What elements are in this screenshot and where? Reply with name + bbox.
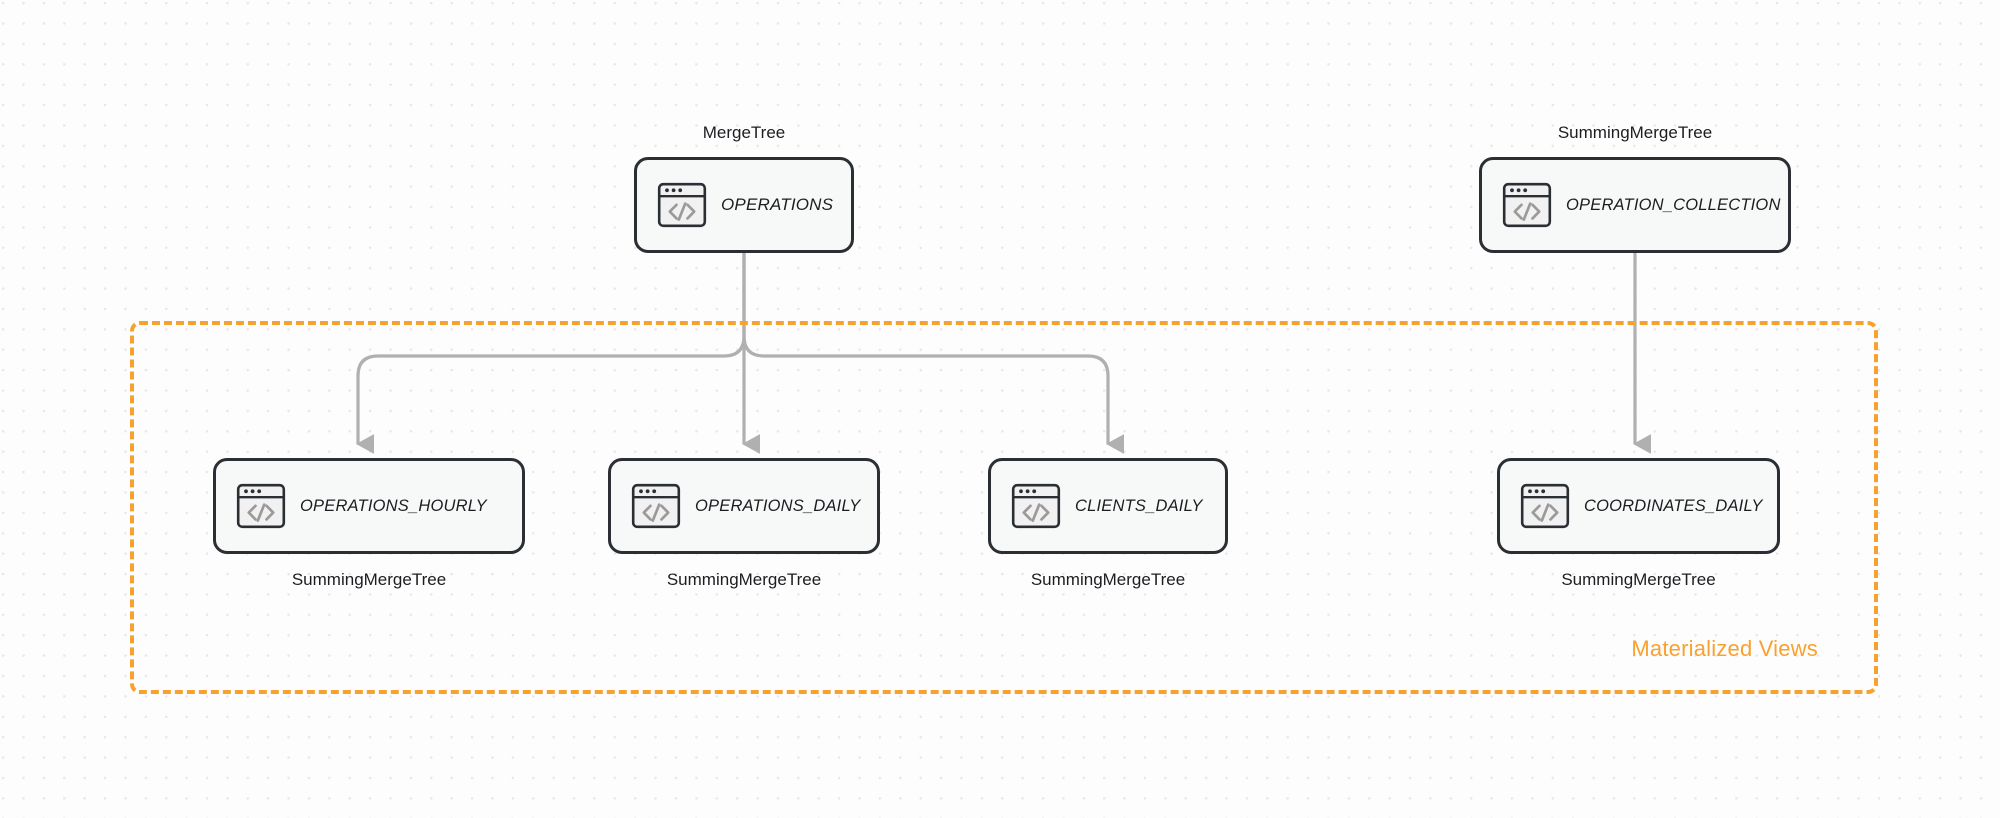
engine-caption-operations: MergeTree — [702, 123, 786, 142]
engine-caption-operations-daily: SummingMergeTree — [666, 570, 822, 589]
node-box-operation-collection[interactable]: OPERATION_COLLECTION — [1479, 157, 1791, 253]
engine-caption-operation-collection: SummingMergeTree — [1557, 123, 1713, 142]
node-label-clients-daily: CLIENTS_DAILY — [1075, 496, 1203, 515]
engine-caption-operations-hourly: SummingMergeTree — [291, 570, 447, 589]
code-window-icon — [631, 483, 681, 529]
code-window-icon — [1520, 483, 1570, 529]
materialized-views-group: Materialized Views — [130, 321, 1878, 694]
materialized-views-label: Materialized Views — [1631, 636, 1818, 661]
engine-caption-coordinates-daily: SummingMergeTree — [1561, 570, 1716, 589]
code-window-icon — [657, 182, 707, 228]
node-label-operations-daily: OPERATIONS_DAILY — [695, 496, 861, 515]
node-label-operations: OPERATIONS — [721, 195, 834, 214]
node-box-operations-daily[interactable]: OPERATIONS_DAILY — [608, 458, 880, 554]
engine-caption-clients-daily: SummingMergeTree — [1030, 570, 1186, 589]
code-window-icon — [1502, 182, 1552, 228]
code-window-icon — [236, 483, 286, 529]
node-label-coordinates-daily: COORDINATES_DAILY — [1584, 496, 1763, 515]
node-label-operation-collection: OPERATION_COLLECTION — [1566, 195, 1781, 214]
node-label-operations-hourly: OPERATIONS_HOURLY — [300, 496, 487, 515]
node-box-operations-hourly[interactable]: OPERATIONS_HOURLY — [213, 458, 525, 554]
node-box-operations[interactable]: OPERATIONS — [634, 157, 854, 253]
code-window-icon — [1011, 483, 1061, 529]
node-box-clients-daily[interactable]: CLIENTS_DAILY — [988, 458, 1228, 554]
node-box-coordinates-daily[interactable]: COORDINATES_DAILY — [1497, 458, 1780, 554]
